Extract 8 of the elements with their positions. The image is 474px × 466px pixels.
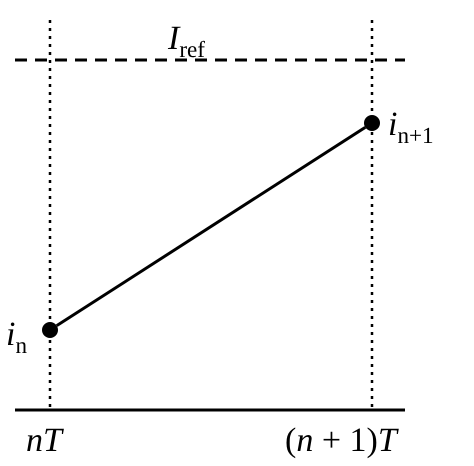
- point-label: i$_{n+1}$: [388, 108, 434, 148]
- time-label: nT: [26, 424, 62, 458]
- point-label: i$_{n}$: [6, 318, 28, 358]
- data-point-dot: [364, 115, 380, 131]
- reference-label: I$_{ref}$: [168, 22, 205, 62]
- data-point-dot: [42, 322, 58, 338]
- line-segment: [56, 126, 366, 327]
- time-label: (n + 1)T: [285, 424, 397, 458]
